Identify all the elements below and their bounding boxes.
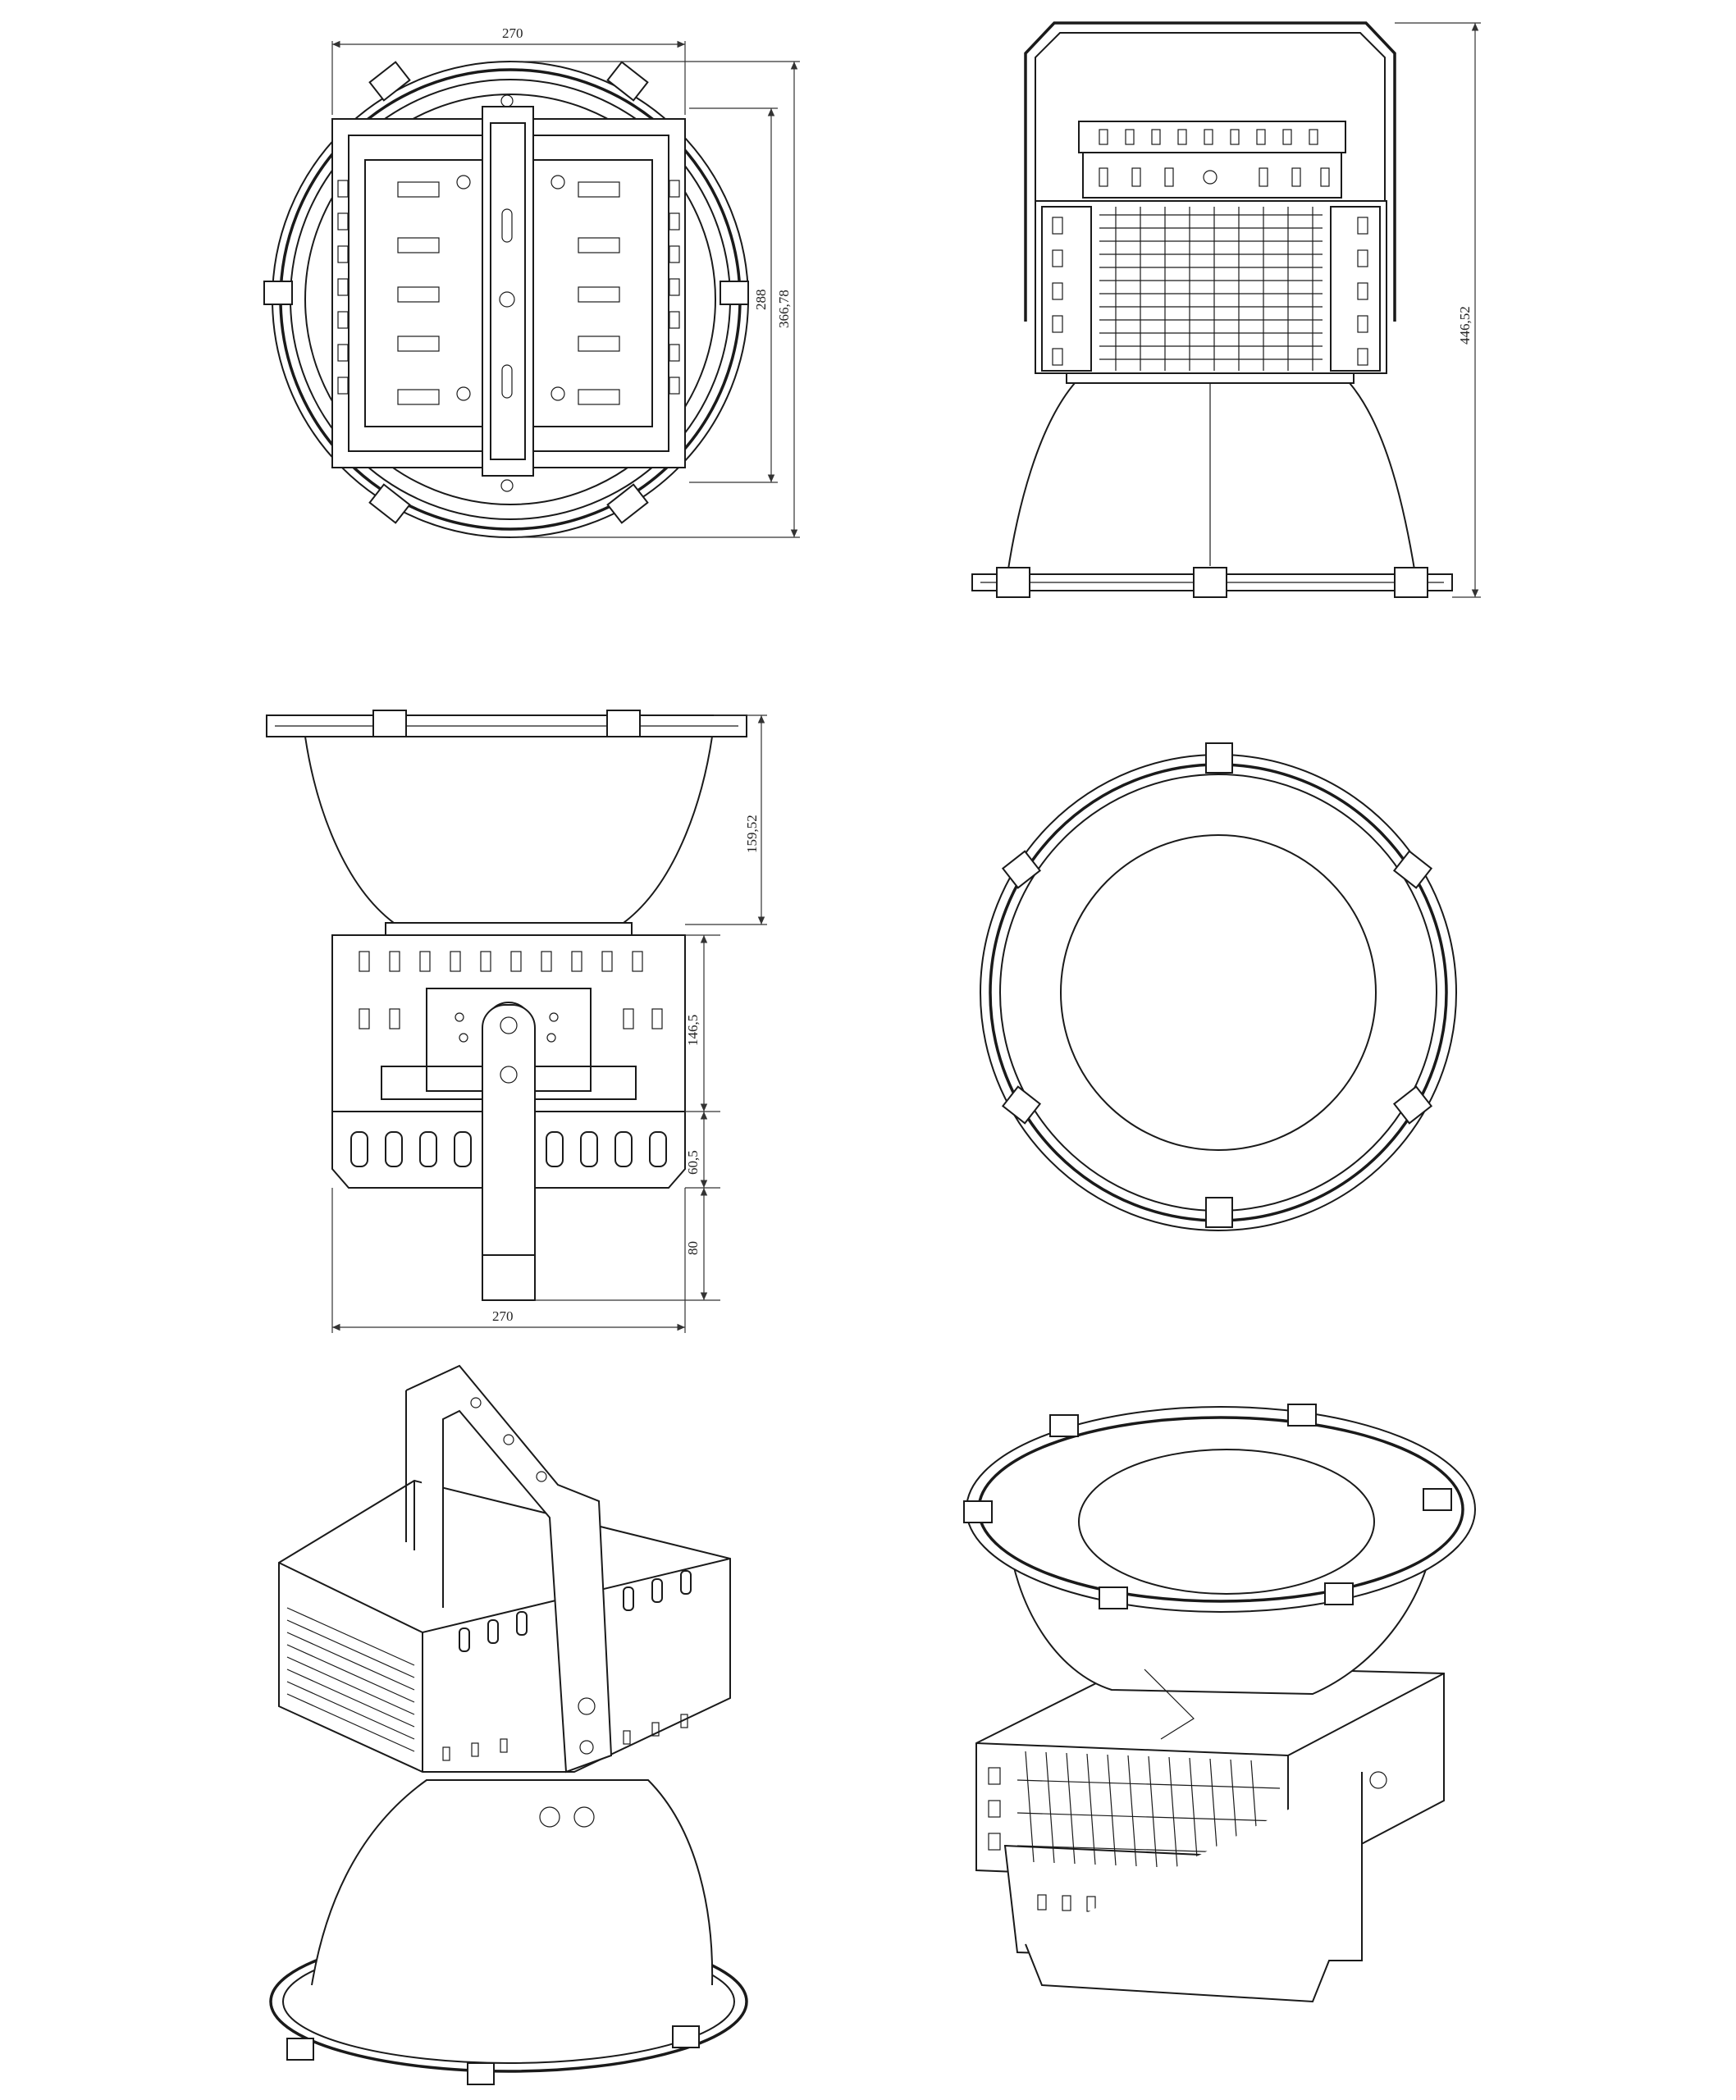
dim-front-housing-height: 146,5 [685,1015,701,1046]
side-view-fins [1099,207,1323,371]
top-view-left-slots [337,180,349,395]
dim-top-overall-height: 366,78 [776,290,792,328]
top-view: 270 288 366,78 [263,25,800,538]
front-view-heatsink-slots [350,1131,667,1167]
side-view: 446,52 [971,21,1481,598]
iso-a-slots [442,1570,692,1761]
dim-top-body-height: 288 [753,290,769,311]
iso-a-fins [286,1607,415,1752]
bottom-view [980,742,1457,1231]
dim-front-reflector-height: 159,52 [744,815,760,853]
top-view-right-slots [669,180,680,395]
dim-front-heatsink-height: 60,5 [685,1150,701,1175]
side-view-top-slots [1099,129,1330,187]
dim-front-bracket-height: 80 [685,1241,701,1255]
dim-front-width: 270 [492,1308,514,1324]
dim-top-width: 270 [502,25,523,41]
isometric-view-front [963,1404,1476,2003]
dim-side-overall-height: 446,52 [1457,306,1473,345]
isometric-view-back [269,1364,748,2085]
front-view-top-slots [359,951,663,1029]
front-view: 159,52 146,5 60,5 80 270 [266,710,767,1333]
